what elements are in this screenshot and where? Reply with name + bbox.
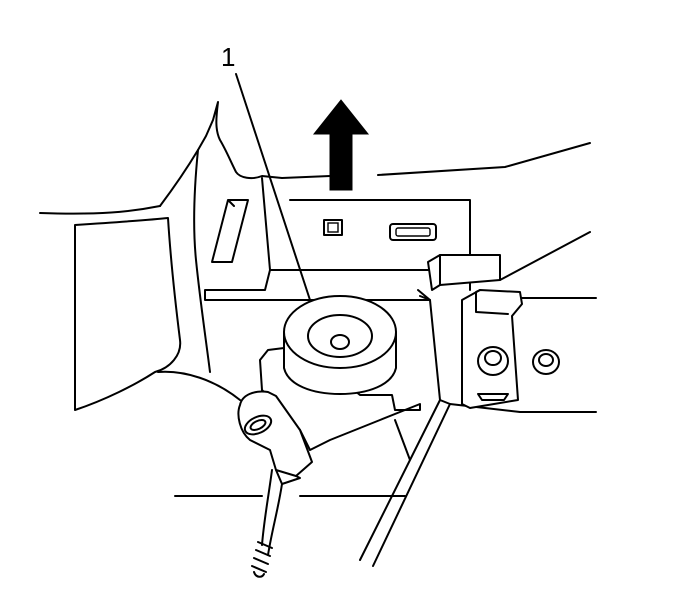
callout-1-label: 1 <box>221 42 236 72</box>
square-hole-inner <box>327 222 339 233</box>
slot-tab <box>211 199 249 263</box>
callout-1-leader <box>235 73 311 301</box>
connector-latch <box>275 469 301 485</box>
sensor-top-face <box>283 295 397 369</box>
support-rail <box>359 289 451 567</box>
clip-body <box>461 289 523 409</box>
clip-top <box>475 289 509 315</box>
column-body <box>193 149 211 373</box>
column-torn-edge <box>159 101 283 207</box>
clip-hole-inner <box>484 350 502 366</box>
wire-tape <box>251 541 273 578</box>
connector-eyelet-hole <box>249 419 267 431</box>
clip-leader-line <box>499 231 591 281</box>
column-lower-curve <box>157 370 241 401</box>
connector-eyelet <box>243 414 273 436</box>
wire-harness <box>261 469 283 556</box>
rail-hole-outer <box>532 349 560 375</box>
rectangular-slot <box>389 223 437 241</box>
rectangular-slot-inner <box>395 227 431 237</box>
square-hole <box>323 219 343 236</box>
connector-housing <box>237 390 313 477</box>
rail-clip <box>427 254 501 291</box>
left-trim-panel <box>39 205 182 411</box>
sensor-inner-ring <box>307 314 373 358</box>
rail-hole-inner <box>538 353 554 367</box>
panel-top-edge <box>281 142 591 179</box>
sensor-center-hole <box>330 334 350 350</box>
up-arrow-icon <box>312 99 370 191</box>
clip-slot <box>477 393 509 401</box>
mounting-plate <box>204 177 471 301</box>
clip-hole-outer <box>477 346 509 376</box>
